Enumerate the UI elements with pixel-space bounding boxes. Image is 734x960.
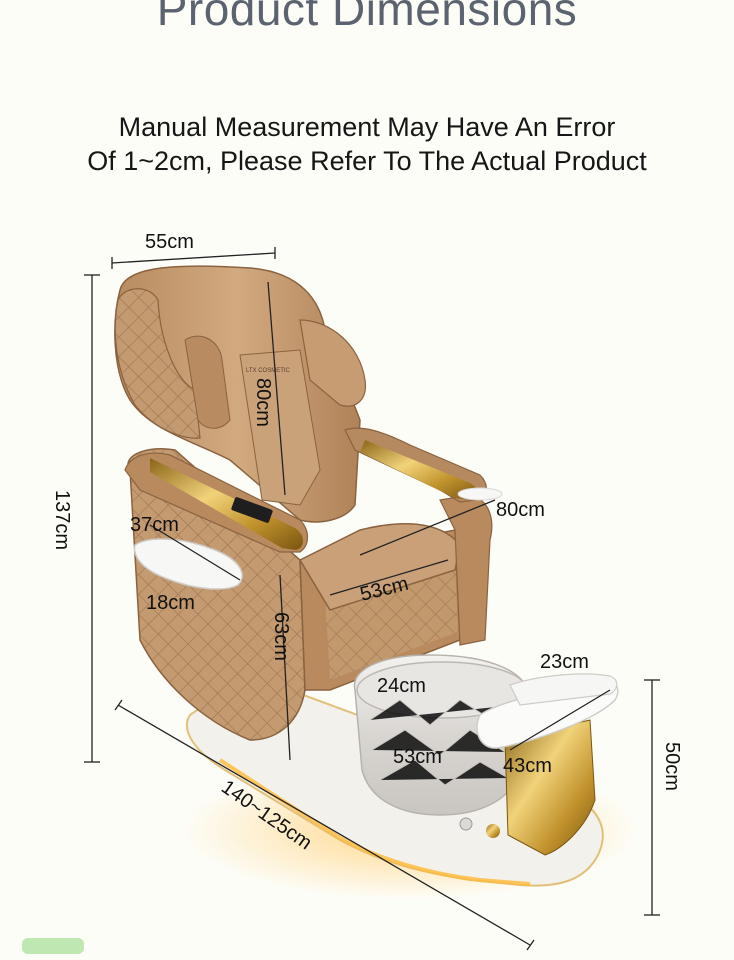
dim-label-footrest-width: 23cm [540, 651, 589, 673]
drain-button [459, 817, 473, 831]
dimension-lines [84, 247, 660, 951]
right-armrest-gold-trim [360, 440, 479, 500]
footrest-pad-back [509, 673, 618, 706]
dim-label-basin-depth: 24cm [377, 675, 426, 697]
dim-label-footrest-length: 43cm [503, 755, 552, 777]
chair-left-side-panel [127, 448, 306, 741]
footrest-gold-column [504, 719, 596, 856]
dim-label-basin-width: 53cm [393, 746, 442, 768]
dim-label-seat-height: 63cm [270, 612, 292, 661]
headrest-left-pad [184, 335, 231, 429]
base-led-strip [218, 758, 531, 886]
brand-logo-text: LTX COSMETIC [246, 368, 291, 374]
disclaimer-line-2: Of 1~2cm, Please Refer To The Actual Pro… [87, 146, 647, 176]
backrest-right-wing [299, 319, 367, 407]
dim-label-backrest: 80cm [252, 378, 274, 427]
dim-label-total-height: 137cm [51, 490, 73, 550]
left-armrest-gold-trim [150, 458, 303, 550]
disclaimer-line-1: Manual Measurement May Have An Error [118, 112, 616, 142]
dim-label-armrest-tray-width: 18cm [146, 592, 195, 614]
right-armrest-tray [457, 487, 503, 501]
corner-badge [22, 938, 84, 954]
remote-control-panel [231, 497, 273, 523]
dim-label-width-top: 55cm [145, 231, 194, 253]
dim-label-depth: 80cm [496, 499, 545, 521]
dim-label-basin-height: 50cm [661, 742, 683, 791]
side-tray [133, 538, 243, 590]
dim-label-armrest-tray-length: 37cm [130, 514, 179, 536]
page-title: Product Dimensions [156, 0, 578, 35]
faucet-knob [486, 824, 500, 838]
basin-crystal-texture [369, 699, 516, 786]
backrest-left-wing [114, 288, 201, 439]
